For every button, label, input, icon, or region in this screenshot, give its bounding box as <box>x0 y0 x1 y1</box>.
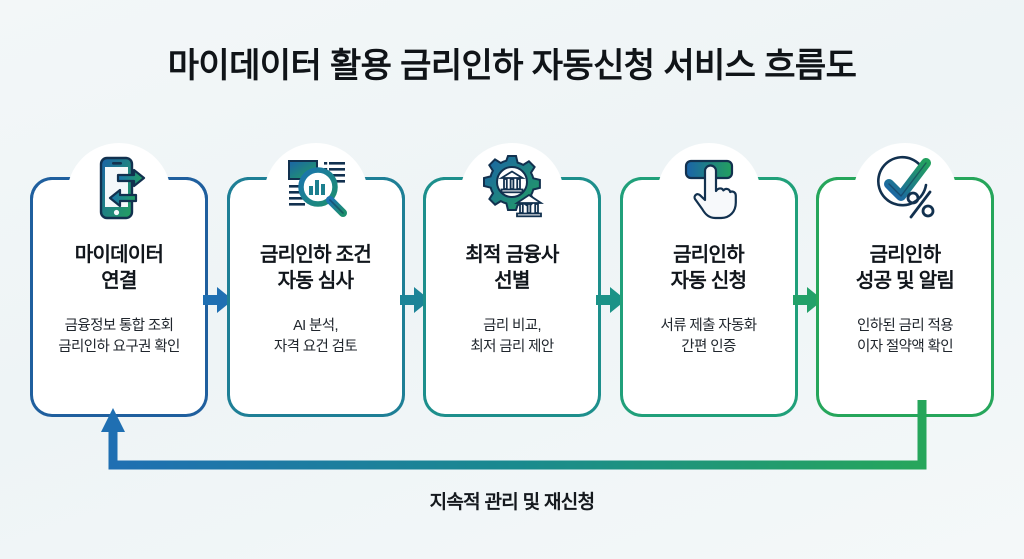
connector-2 <box>399 143 430 418</box>
step-1-description: 금융정보 통합 조회 금리인하 요구권 확인 <box>58 318 180 355</box>
card-corner-left <box>619 177 646 203</box>
gear-bank-icon <box>475 151 549 225</box>
step-2-title: 금리인하 조건 자동 심사 <box>259 244 372 292</box>
checkmark-percent-icon <box>868 151 942 225</box>
page-title: 마이데이터 활용 금리인하 자동신청 서비스 흐름도 <box>167 47 857 85</box>
flow-step-5[interactable]: 금리인하 성공 및 알림 인하된 금리 적용 이자 절약액 확인 <box>816 143 994 418</box>
hand-tap-button-icon <box>672 151 746 225</box>
card-corner-left <box>30 177 56 203</box>
card-corner-right <box>182 177 208 203</box>
step-2-description: AI 분석, 자격 요건 검토 <box>273 318 358 355</box>
connector-3 <box>596 143 627 418</box>
card-corner-left <box>816 177 842 203</box>
card-corner-left <box>226 177 253 203</box>
connector-4 <box>792 143 823 418</box>
step-3-labels: 최적 금융사 선별 금리 비교, 최저 금리 제안 <box>423 243 601 357</box>
step-5-labels: 금리인하 성공 및 알림 인하된 금리 적용 이자 절약액 확인 <box>816 243 994 357</box>
step-1-labels: 마이데이터 연결 금융정보 통합 조회 금리인하 요구권 확인 <box>30 243 208 357</box>
flow-steps-row: 마이데이터 연결 금융정보 통합 조회 금리인하 요구권 확인 <box>30 143 994 423</box>
mobile-data-exchange-icon <box>82 151 156 225</box>
document-magnifier-chart-icon <box>279 151 353 225</box>
flow-step-2[interactable]: 금리인하 조건 자동 심사 AI 분석, 자격 요건 검토 <box>226 143 405 418</box>
flow-step-3[interactable]: 최적 금융사 선별 금리 비교, 최저 금리 제안 <box>423 143 601 418</box>
step-1-title: 마이데이터 연결 <box>74 244 164 292</box>
step-5-title: 금리인하 성공 및 알림 <box>855 244 955 292</box>
card-corner-right <box>378 177 405 203</box>
connector-1 <box>203 143 234 418</box>
feedback-loop-label: 지속적 관리 및 재신청 <box>429 492 595 513</box>
feedback-loop-path <box>0 400 1024 510</box>
flow-step-1[interactable]: 마이데이터 연결 금융정보 통합 조회 금리인하 요구권 확인 <box>30 143 208 418</box>
step-2-labels: 금리인하 조건 자동 심사 AI 분석, 자격 요건 검토 <box>227 243 405 357</box>
step-4-title: 금리인하 자동 신청 <box>670 244 747 292</box>
step-3-description: 금리 비교, 최저 금리 제안 <box>470 318 554 355</box>
card-corner-right <box>968 177 994 203</box>
card-corner-left <box>423 177 449 203</box>
card-corner-right <box>771 177 798 203</box>
step-4-description: 서류 제출 자동화 간편 인증 <box>660 318 757 355</box>
step-4-labels: 금리인하 자동 신청 서류 제출 자동화 간편 인증 <box>620 243 798 357</box>
flow-step-4[interactable]: 금리인하 자동 신청 서류 제출 자동화 간편 인증 <box>619 143 798 418</box>
step-5-description: 인하된 금리 적용 이자 절약액 확인 <box>856 318 954 355</box>
card-corner-right <box>575 177 601 203</box>
step-3-title: 최적 금융사 선별 <box>465 244 559 292</box>
